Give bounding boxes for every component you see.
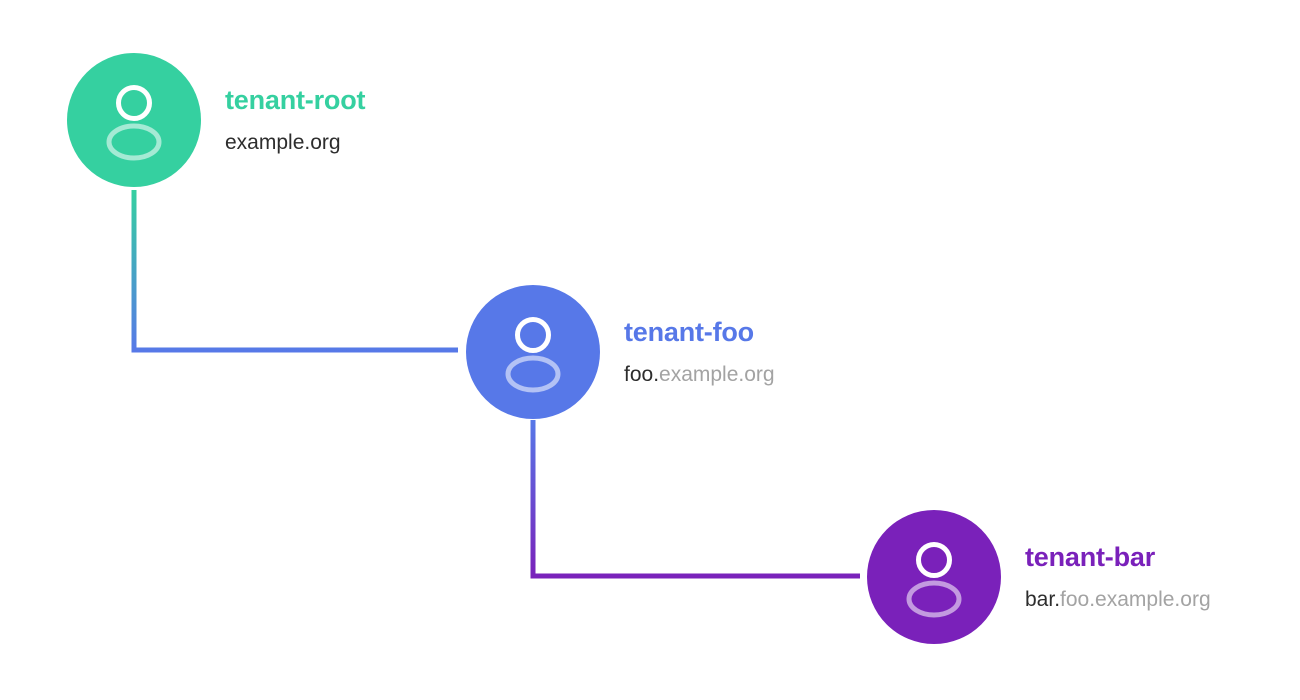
avatar <box>466 285 600 419</box>
node-domain-own: example.org <box>225 131 341 155</box>
edge-tenant-root-to-tenant-foo <box>131 190 458 353</box>
node-title: tenant-foo <box>624 316 754 347</box>
person-avatar-icon <box>906 542 962 618</box>
avatar <box>67 53 201 187</box>
node-labels: tenant-root example.org <box>225 84 366 154</box>
person-avatar-icon <box>505 317 561 393</box>
node-domain: bar.foo.example.org <box>1025 589 1211 611</box>
node-title: tenant-root <box>225 84 366 115</box>
avatar <box>867 510 1001 644</box>
tenant-node-tenant-foo[interactable]: tenant-foo foo.example.org <box>466 285 775 419</box>
node-domain: foo.example.org <box>624 364 775 386</box>
node-title: tenant-bar <box>1025 541 1156 572</box>
node-domain: example.org <box>225 132 365 154</box>
node-domain-own: foo. <box>624 363 660 387</box>
edge-tenant-foo-to-tenant-bar <box>530 420 860 579</box>
node-domain-parent: example.org <box>659 363 775 387</box>
node-labels: tenant-bar bar.foo.example.org <box>1025 541 1211 611</box>
node-domain-own: bar. <box>1025 588 1061 612</box>
tenant-node-tenant-root[interactable]: tenant-root example.org <box>67 53 365 187</box>
person-avatar-icon <box>106 85 162 161</box>
tenant-node-tenant-bar[interactable]: tenant-bar bar.foo.example.org <box>867 510 1211 644</box>
node-domain-parent: foo.example.org <box>1060 588 1211 612</box>
node-labels: tenant-foo foo.example.org <box>624 316 775 386</box>
